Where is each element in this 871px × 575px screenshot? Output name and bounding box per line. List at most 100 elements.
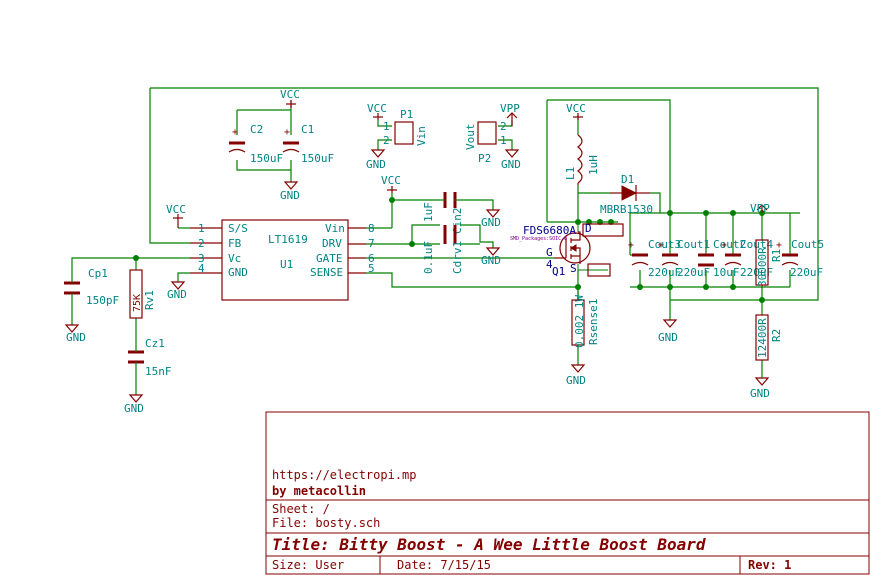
svg-text:GND: GND: [167, 288, 187, 301]
svg-text:Vin: Vin: [325, 222, 345, 235]
resistor-r2: 12400R R2: [755, 314, 783, 361]
svg-text:GND: GND: [366, 158, 386, 171]
svg-text:LT1619: LT1619: [268, 233, 308, 246]
svg-text:1uH: 1uH: [587, 155, 600, 175]
svg-text:R2: R2: [770, 329, 783, 342]
svg-text:GND: GND: [124, 402, 144, 415]
svg-text:Cout4: Cout4: [740, 238, 773, 251]
svg-text:Cout2: Cout2: [713, 238, 746, 251]
connector-p2: P2 2 1 Vout: [464, 120, 507, 165]
connector-p1: P1 1 2 Vin: [383, 108, 428, 147]
vcc-symbol-vin: VCC: [381, 174, 401, 193]
svg-text:15nF: 15nF: [145, 365, 172, 378]
svg-text:FDS6680A: FDS6680A: [523, 224, 576, 237]
svg-text:DRV: DRV: [322, 237, 342, 250]
gnd-p2: GND: [501, 149, 521, 171]
svg-text:GATE: GATE: [316, 252, 343, 265]
title-block: https://electropi.mp by metacollin Sheet…: [265, 411, 870, 575]
svg-text:GND: GND: [280, 189, 300, 202]
svg-text:Cout1: Cout1: [677, 238, 710, 251]
capacitor-cdrv1: 0.1uF Cdrv1: [422, 225, 464, 274]
inductor-l1: L1 1uH: [564, 134, 600, 185]
svg-text:4: 4: [198, 262, 205, 275]
svg-text:Vc: Vc: [228, 252, 241, 265]
vpp-label: VPP: [500, 102, 520, 115]
svg-text:Cout3: Cout3: [648, 238, 681, 251]
svg-text:Cz1: Cz1: [145, 337, 165, 350]
svg-text:3: 3: [198, 252, 205, 265]
svg-text:0.002 1W: 0.002 1W: [573, 295, 586, 348]
gnd-out: GND: [658, 319, 678, 344]
capacitor-cz1: Cz1 15nF: [128, 337, 172, 378]
svg-text:S: S: [570, 262, 577, 275]
capacitor-c2: + C2 150uF: [228, 123, 283, 165]
title-url: https://electropi.mp: [272, 468, 417, 482]
svg-text:SENSE: SENSE: [310, 266, 343, 279]
svg-text:Cdrv1: Cdrv1: [451, 241, 464, 274]
svg-text:1: 1: [198, 222, 205, 235]
svg-text:0.1uF: 0.1uF: [422, 241, 435, 274]
svg-text:150pF: 150pF: [86, 294, 119, 307]
svg-text:75K: 75K: [132, 294, 143, 312]
svg-text:C1: C1: [301, 123, 314, 136]
svg-text:U1: U1: [280, 258, 293, 271]
svg-text:+: +: [658, 240, 664, 251]
svg-text:Cp1: Cp1: [88, 267, 108, 280]
wires: [71, 87, 819, 395]
vcc-symbol-l1: VCC: [566, 102, 586, 120]
capacitor-cout5: + Cout5 220uF: [776, 238, 824, 279]
svg-text:Cout5: Cout5: [791, 238, 824, 251]
svg-text:7: 7: [368, 237, 375, 250]
svg-text:P2: P2: [478, 152, 491, 165]
svg-text:30000R: 30000R: [756, 247, 769, 287]
gnd-u1: GND: [167, 281, 187, 301]
svg-text:+: +: [284, 127, 290, 138]
svg-text:150uF: 150uF: [250, 152, 283, 165]
svg-text:+: +: [776, 240, 782, 251]
svg-text:4: 4: [546, 258, 553, 271]
gnd-cin2: GND: [481, 209, 501, 229]
gnd-c1c2: GND: [280, 181, 300, 202]
svg-text:220uF: 220uF: [790, 266, 823, 279]
vpp-label: VPP: [750, 202, 770, 215]
title-rev: Rev: 1: [748, 558, 791, 572]
capacitor-cp1: Cp1 150pF: [64, 267, 119, 307]
svg-text:8: 8: [368, 222, 375, 235]
title-date: Date: 7/15/15: [397, 558, 491, 572]
svg-text:MBRB1530: MBRB1530: [600, 203, 653, 216]
svg-text:GND: GND: [481, 216, 501, 229]
title-size: Size: User: [272, 558, 344, 572]
svg-text:Vout: Vout: [464, 124, 477, 151]
resistor-rsense1: 0.002 1W Rsense1: [571, 295, 600, 348]
svg-text:D: D: [585, 222, 592, 235]
svg-text:10uF: 10uF: [713, 266, 740, 279]
svg-text:220uF: 220uF: [677, 266, 710, 279]
mosfet-q1: FDS6680A SMD_Packages:SOIC-8 Q1 G 4 S D: [510, 222, 624, 278]
svg-text:150uF: 150uF: [301, 152, 334, 165]
svg-text:S/S: S/S: [228, 222, 248, 235]
svg-text:Q1: Q1: [552, 265, 565, 278]
resistor-rv1: 75K Rv1: [129, 269, 156, 319]
resistor-r1: 30000R R1: [755, 239, 783, 287]
vcc-label: VCC: [367, 102, 387, 115]
svg-text:2: 2: [198, 237, 205, 250]
svg-text:P1: P1: [400, 108, 413, 121]
svg-text:12400R: 12400R: [756, 318, 769, 358]
vpp-symbol-p2: VPP: [500, 102, 520, 126]
svg-text:G: G: [546, 246, 553, 259]
svg-text:GND: GND: [481, 254, 501, 267]
vpp-symbol-out: VPP: [750, 202, 770, 215]
svg-text:Vin: Vin: [415, 126, 428, 146]
gnd-cp1: GND: [64, 324, 86, 344]
vcc-label: VCC: [566, 102, 586, 115]
vcc-label: VCC: [280, 88, 300, 101]
gnd-cdrv1: GND: [481, 247, 501, 267]
svg-text:C2: C2: [250, 123, 263, 136]
svg-text:Rv1: Rv1: [143, 290, 156, 310]
svg-text:GND: GND: [566, 374, 586, 387]
vcc-label: VCC: [166, 203, 186, 216]
svg-text:R1: R1: [770, 249, 783, 262]
svg-text:2: 2: [500, 120, 507, 133]
vcc-symbol-c1: VCC: [280, 88, 300, 108]
gnd-rsense: GND: [566, 364, 586, 387]
